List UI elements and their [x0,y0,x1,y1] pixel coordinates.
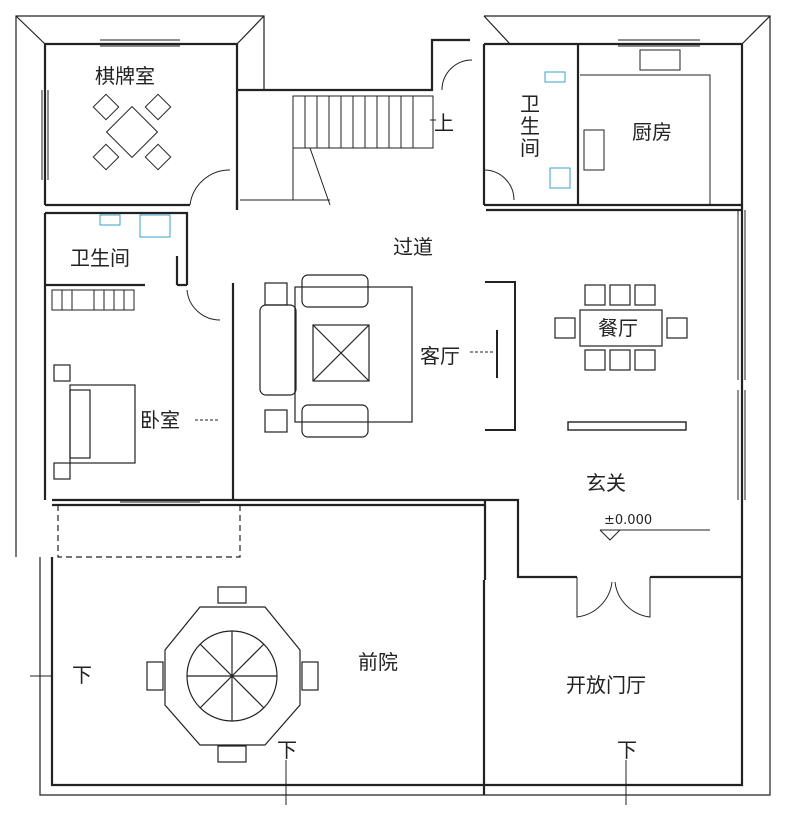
bathroom-fixtures [99,71,571,238]
front-yard-label: 前院 [358,650,398,674]
wardrobe-rack [51,289,135,311]
entry-arrows [195,351,494,421]
eave-outline [15,15,771,796]
bathroom-west-label: 卫生间 [70,246,130,270]
dashed-outline [57,505,241,558]
foyer-counter [567,421,687,431]
down-label-porch: 下 [617,738,637,762]
windows [41,39,746,503]
round-table [146,586,319,763]
corridor-label: 过道 [393,235,433,259]
bed [53,364,136,480]
tv-cabinet [485,281,516,431]
bedroom-label: 卧室 [140,408,180,432]
doors [186,59,651,618]
mahjong-room-label: 棋牌室 [95,64,155,88]
kitchen-label: 厨房 [632,120,672,144]
mahjong-table [92,93,172,171]
level-marker-label: ±0.000 [604,513,653,528]
sofa-set [259,274,413,438]
kitchen-counter [580,49,711,205]
dining-table [554,284,688,371]
exterior-arrows [30,675,627,805]
bathroom-north-label: 卫生间 [520,92,540,160]
stair-treads [240,95,436,206]
down-label-yard: 下 [277,738,297,762]
living-room-label: 客厅 [420,344,460,368]
open-porch-label: 开放门厅 [566,673,646,697]
walls [43,38,744,795]
dining-room-label: 餐厅 [598,316,638,340]
stairs-up-label: 上 [434,111,454,135]
foyer-label: 玄关 [586,471,626,495]
level-marker-symbol [599,529,710,541]
down-label-west: 下 [72,663,92,687]
